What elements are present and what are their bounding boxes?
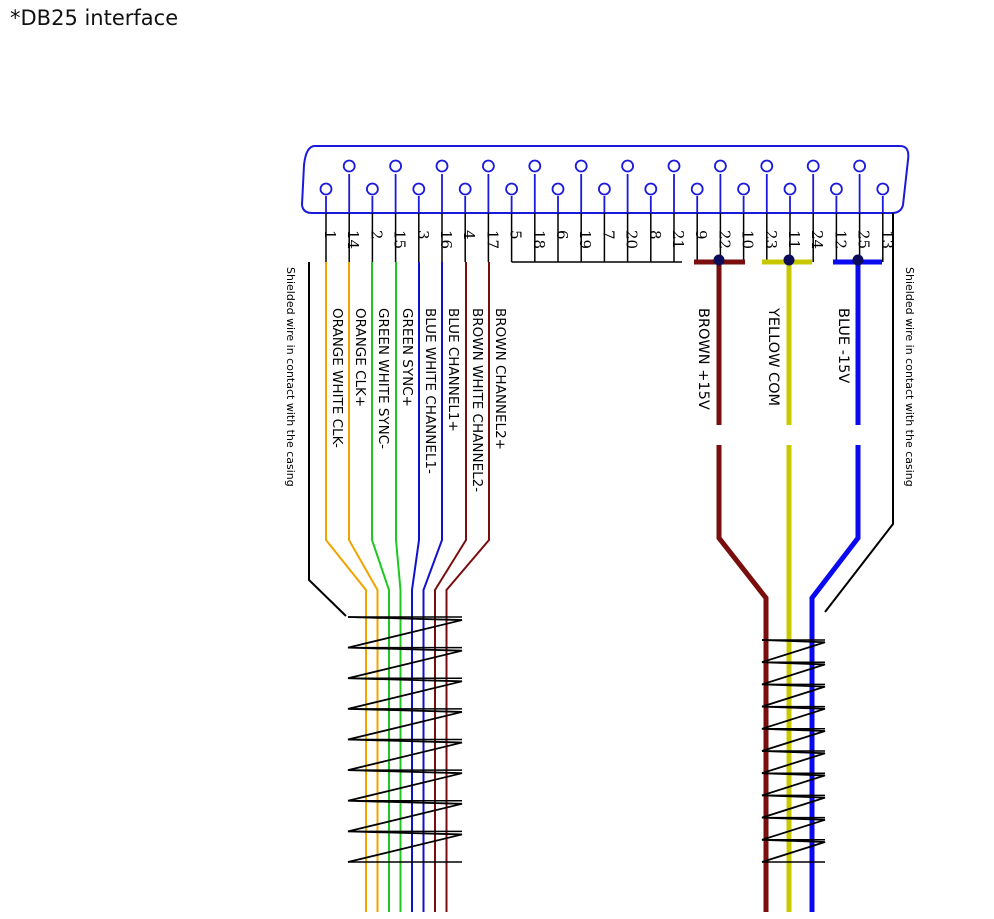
pin-number: 1 (321, 230, 339, 240)
pin-number: 18 (530, 230, 548, 249)
pin-number: 7 (599, 230, 617, 240)
pin-circle (714, 159, 727, 173)
pin-circle (528, 159, 542, 173)
pin-number: 23 (762, 230, 780, 249)
pin-number: 3 (414, 230, 432, 240)
power-wire-lower (716, 445, 769, 912)
pin-circle (412, 182, 426, 196)
pin-circle (760, 159, 774, 173)
shield-wire-right (824, 213, 894, 613)
junction-dot (713, 254, 725, 266)
pin-number: 24 (808, 230, 826, 249)
power-wire-label: YELLOW COM (765, 307, 781, 406)
pin-number: 20 (623, 230, 641, 249)
pin-circle (389, 159, 403, 173)
junction-dot (783, 254, 795, 266)
wire-labels: ORANGE WHITE CLK- ORANGE CLK+ GREEN WHITE … (284, 267, 916, 492)
pin-circle (690, 182, 704, 196)
pin-circle (621, 159, 634, 173)
shield-label-right: Shielded wire in contact with the casing (903, 267, 916, 487)
pin-number: 12 (831, 230, 849, 249)
signal-wire (445, 262, 490, 912)
power-wire-lower (809, 445, 861, 912)
pin-number: 25 (855, 230, 873, 249)
pin-circle (319, 182, 333, 196)
shield-label-left: Shielded wire in contact with the casing (284, 267, 297, 487)
signal-wire (371, 262, 390, 912)
shield-wire-left (308, 262, 347, 617)
pin-circle (830, 182, 843, 196)
pin-circle (737, 182, 750, 196)
pin-number: 16 (437, 230, 455, 249)
pin-circle (435, 159, 449, 173)
signal-wire (325, 262, 367, 912)
shield-spirals (347, 616, 826, 863)
pin-circle (574, 159, 588, 173)
signal-wire (434, 262, 467, 912)
junction-dot (852, 254, 864, 266)
pin-number: 22 (715, 230, 733, 249)
pin-circle (853, 159, 866, 173)
pin-circle (876, 182, 890, 196)
signal-wire-label: GREEN WHITE SYNC- (375, 308, 391, 449)
signal-wire (411, 262, 420, 912)
signal-wire-label: ORANGE WHITE CLK- (329, 308, 345, 448)
signal-wire-label: GREEN SYNC+ (399, 308, 415, 407)
pin-circle (342, 159, 356, 173)
pin-circle (806, 159, 820, 173)
signal-wire (348, 262, 379, 912)
pin-number: 14 (344, 230, 362, 249)
connector-pins: 1 14 2 15 3 16 4 17 5 18 6 19 7 20 8 21 9 22 10 23 11 24 12 25 1… (319, 159, 896, 263)
pin-number: 21 (669, 230, 687, 249)
power-wire-label: BROWN +15V (695, 308, 711, 410)
cable-wires (308, 213, 894, 912)
pin-circle (505, 182, 519, 196)
signal-wire-label: BLUE CHANNEL1+ (445, 308, 461, 432)
pin-number: 5 (507, 230, 525, 240)
pin-number: 4 (460, 230, 478, 240)
power-wire-label: BLUE -15V (835, 308, 851, 383)
signal-wire-label: ORANGE CLK+ (352, 308, 368, 407)
pin-number: 10 (739, 230, 757, 249)
signal-wire-label: BROWN WHITE CHANNEL2- (469, 308, 485, 492)
pin-number: 2 (367, 230, 385, 240)
signal-wire-label: BLUE WHITE CHANNEL1- (422, 308, 438, 474)
pin-circle (598, 182, 611, 196)
pin-number: 11 (785, 230, 803, 249)
pin-circle (644, 182, 658, 196)
pin-number: 15 (391, 230, 409, 249)
pin-circle (458, 182, 472, 196)
pin-circle (551, 182, 565, 196)
pin-number: 9 (692, 230, 710, 240)
signal-wire (395, 262, 402, 912)
pin-circle (783, 182, 797, 196)
signal-wire-label: BROWN CHANNEL2+ (492, 308, 508, 450)
pin-number: 13 (878, 230, 896, 249)
pin-circle (667, 159, 681, 173)
pin-number: 8 (646, 230, 664, 240)
pin-circle (365, 182, 379, 196)
page-title: *DB25 interface (10, 6, 179, 30)
pin-number: 19 (576, 230, 594, 249)
pin-number: 6 (553, 230, 571, 240)
pin-circle (481, 159, 495, 173)
pin-number: 17 (483, 230, 501, 249)
